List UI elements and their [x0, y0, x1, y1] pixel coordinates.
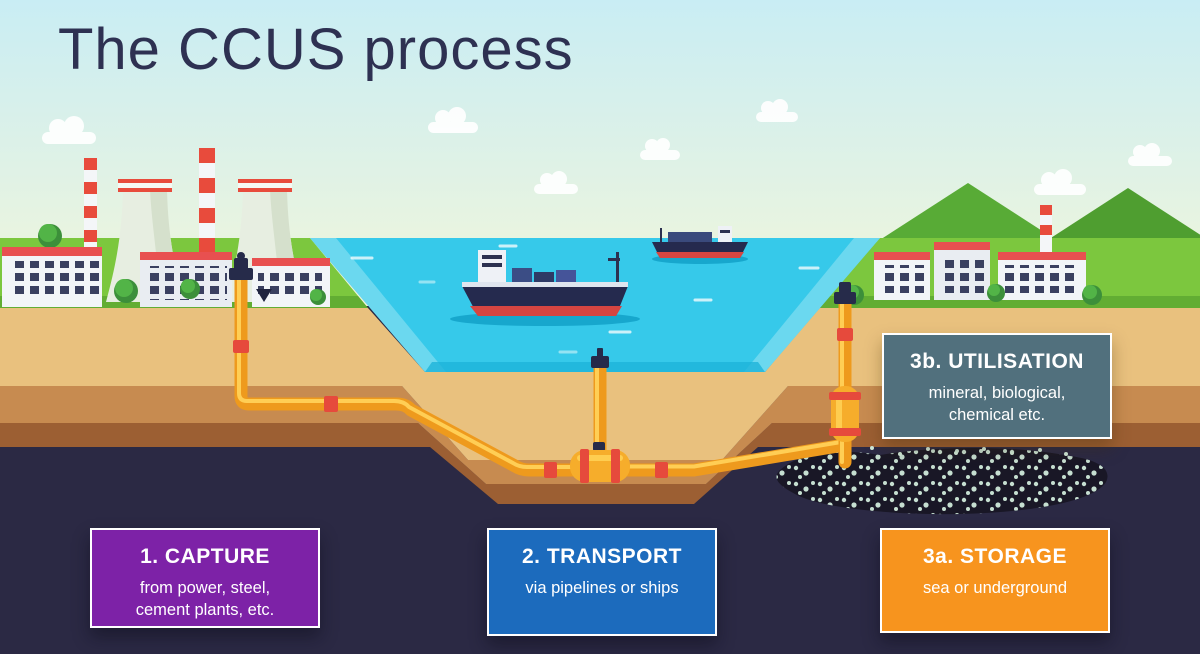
page-title: The CCUS process: [58, 17, 574, 82]
transport-label-box: 2. TRANSPORT via pipelines or ships: [487, 528, 717, 636]
co2-bubbles: [776, 447, 1108, 515]
injection-tank-icon: [829, 386, 861, 442]
cloud-icon: [534, 171, 578, 194]
sea-shallow-right: [744, 238, 880, 372]
transport-title: 2. TRANSPORT: [521, 545, 682, 568]
storage-title: 3a. STORAGE: [923, 545, 1067, 568]
cloud-icon: [1128, 143, 1172, 166]
capture-subtitle-line2: cement plants, etc.: [135, 600, 275, 619]
cloud-icon: [1034, 169, 1086, 195]
tree-icon: [987, 284, 1005, 302]
compressor-icon: [570, 442, 630, 483]
factory-building: [998, 252, 1086, 300]
pipeline-capture: [234, 269, 583, 477]
storage-label-box: 3a. STORAGE sea or underground: [880, 528, 1110, 633]
tree-icon: [38, 224, 62, 248]
subsea-wellhead-icon: [591, 348, 609, 368]
mountain-icon: [1040, 188, 1200, 245]
chimney-icon: [199, 148, 215, 270]
waves: [350, 244, 820, 354]
utilisation-title: 3b. UTILISATION: [910, 350, 1084, 373]
valve-icon: [233, 328, 853, 478]
utilisation-subtitle-line2: chemical etc.: [948, 405, 1046, 424]
tree-icon: [310, 289, 326, 305]
utilisation-subtitle-line1: mineral, biological,: [928, 384, 1066, 402]
tree-icon: [1082, 285, 1102, 305]
factory-building: [2, 247, 102, 307]
cloud-icon: [42, 116, 96, 144]
utilisation-label-box: 3b. UTILISATION mineral, biological, che…: [882, 333, 1112, 439]
cargo-ship-icon: [462, 250, 628, 316]
mountains: [872, 183, 1200, 245]
cargo-ship-icon: [652, 226, 748, 258]
factory-building: [874, 252, 930, 300]
cloud-icon: [640, 138, 680, 160]
tree-icon: [114, 279, 138, 303]
coastal-town-right: [844, 205, 1102, 305]
chimney-icon: [84, 158, 97, 258]
factory-left: [2, 148, 330, 307]
tree-icon: [180, 279, 200, 299]
cloud-icon: [756, 99, 798, 122]
wellhead-icon: [229, 252, 253, 280]
factory-building: [934, 242, 990, 300]
clouds: [42, 99, 1172, 195]
pipeline-network: [234, 269, 852, 477]
chimney-icon: [1040, 205, 1052, 253]
co2-storage-reservoir: [776, 446, 1108, 515]
deep-rock-layer: [0, 423, 1200, 504]
capture-label-box: 1. CAPTURE from power, steel, cement pla…: [90, 528, 320, 628]
capture-subtitle-line1: from power, steel,: [139, 579, 271, 597]
storage-subtitle-line1: sea or underground: [922, 579, 1068, 597]
mountain-icon: [872, 183, 1064, 245]
transport-subtitle-line1: via pipelines or ships: [525, 579, 679, 597]
capture-title: 1. CAPTURE: [140, 545, 270, 568]
sea-shallow-left: [310, 238, 446, 372]
wellhead-icon: [834, 282, 856, 304]
cloud-icon: [428, 107, 478, 133]
pipeline-equipment: [229, 252, 861, 483]
flow-arrow-icon: [256, 289, 272, 302]
ships: [450, 226, 748, 326]
